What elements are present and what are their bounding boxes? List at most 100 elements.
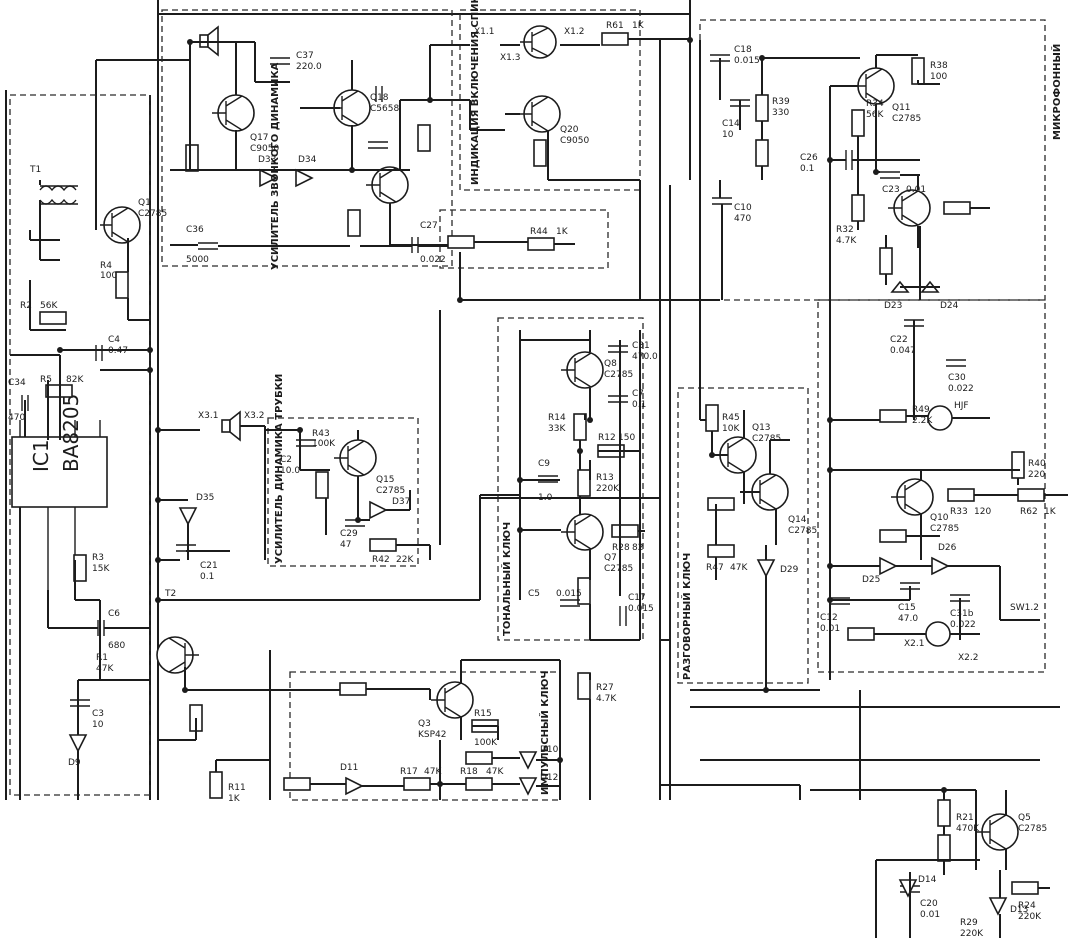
svg-text:10: 10 [92,720,104,730]
transistor-q7 [561,513,604,551]
svg-text:0.015: 0.015 [556,589,582,599]
svg-text:D12: D12 [540,773,558,783]
svg-text:X2.2: X2.2 [958,653,978,663]
svg-text:X1.1: X1.1 [474,27,494,37]
svg-text:0.47: 0.47 [108,346,128,356]
transistor-q20 [518,95,561,133]
svg-text:220K: 220K [1018,912,1042,922]
svg-text:470: 470 [8,413,25,423]
svg-text:X1.3: X1.3 [500,53,520,63]
svg-text:15K: 15K [92,564,110,574]
svg-text:1K: 1K [556,227,569,237]
svg-text:R4: R4 [100,261,112,271]
svg-text:Q3: Q3 [418,719,431,729]
svg-text:R62: R62 [1020,507,1038,517]
svg-text:C18: C18 [734,45,752,55]
svg-text:C37: C37 [296,51,314,61]
svg-text:22K: 22K [396,555,414,565]
svg-text:0.047: 0.047 [890,346,916,356]
svg-text:R34: R34 [866,99,884,109]
svg-text:R13: R13 [596,473,614,483]
svg-text:C29: C29 [340,529,358,539]
svg-text:Q11: Q11 [892,103,911,113]
svg-text:C9: C9 [538,459,550,469]
svg-text:D23: D23 [884,301,902,311]
svg-text:C23: C23 [882,185,900,195]
transistor-q15 [334,439,377,477]
svg-text:Q8: Q8 [604,359,617,369]
svg-text:5000: 5000 [186,255,209,265]
label-talk-key: РАЗГОВОРНЫЙ КЛЮЧ [680,553,693,680]
svg-text:4.7K: 4.7K [836,236,857,246]
svg-text:KSP42: KSP42 [418,730,447,740]
svg-text:X2.1: X2.1 [904,639,924,649]
svg-text:R11: R11 [228,783,246,793]
svg-text:470: 470 [734,214,751,224]
svg-text:R40: R40 [1028,459,1046,469]
svg-text:330: 330 [772,108,789,118]
svg-text:0.015: 0.015 [628,604,654,614]
svg-text:47K: 47K [730,563,748,573]
svg-text:Q17: Q17 [250,133,269,143]
svg-text:0.1: 0.1 [200,572,214,582]
svg-text:C30: C30 [948,373,966,383]
svg-text:C2785: C2785 [604,564,633,574]
svg-text:T1: T1 [29,165,41,175]
ic1-part: BA8205 [59,394,83,472]
svg-text:R45: R45 [722,413,740,423]
svg-text:C2785: C2785 [1018,824,1047,834]
svg-text:R43: R43 [312,429,330,439]
svg-text:47K: 47K [424,767,442,777]
svg-text:C14: C14 [722,119,740,129]
svg-text:C5658: C5658 [370,104,399,114]
svg-text:D29: D29 [780,565,799,575]
svg-text:Q14: Q14 [788,515,807,525]
svg-text:D9: D9 [68,758,81,768]
svg-text:C4: C4 [108,335,120,345]
svg-text:220.0: 220.0 [296,62,322,72]
svg-text:470K: 470K [956,824,980,834]
svg-text:Q13: Q13 [752,423,771,433]
svg-text:C36: C36 [186,225,204,235]
svg-text:R14: R14 [548,413,566,423]
svg-text:D25: D25 [862,575,880,585]
diode-group [68,168,1008,916]
svg-text:R33: R33 [950,507,968,517]
svg-text:R39: R39 [772,97,790,107]
svg-text:1K: 1K [632,21,645,31]
svg-text:47.0: 47.0 [898,614,918,624]
svg-text:R29: R29 [960,918,978,928]
svg-text:C2785: C2785 [376,486,405,496]
svg-text:C27: C27 [420,221,438,231]
svg-text:10K: 10K [722,424,740,434]
svg-text:4.7K: 4.7K [596,694,617,704]
svg-text:56K: 56K [866,110,884,120]
svg-text:C15: C15 [898,603,916,613]
svg-text:C26: C26 [800,153,818,163]
svg-text:C10: C10 [734,203,752,213]
svg-text:C12: C12 [820,613,838,623]
svg-text:D10: D10 [540,745,559,755]
svg-text:C3: C3 [92,709,104,719]
svg-text:C20: C20 [920,899,938,909]
svg-text:C31b: C31b [950,609,974,619]
svg-text:R49: R49 [912,405,930,415]
svg-text:D14: D14 [918,875,937,885]
svg-text:C2: C2 [280,455,292,465]
svg-text:R44: R44 [530,227,548,237]
svg-text:R15: R15 [474,709,492,719]
svg-text:SW1.2: SW1.2 [1010,603,1039,613]
svg-text:D35: D35 [196,493,214,503]
svg-text:D26: D26 [938,543,957,553]
block-handset-amp [267,417,419,567]
svg-text:220K: 220K [960,929,984,938]
junction-dots [57,37,947,793]
svg-text:R27: R27 [596,683,614,693]
label-pulse-key: ИМПУЛЬСНЫЙ КЛЮЧ [538,670,551,795]
svg-text:R24: R24 [1018,901,1036,911]
svg-text:33K: 33K [548,424,566,434]
svg-text:0.01: 0.01 [920,910,940,920]
svg-text:56K: 56K [40,301,58,311]
handset-speaker-icon [221,410,241,442]
